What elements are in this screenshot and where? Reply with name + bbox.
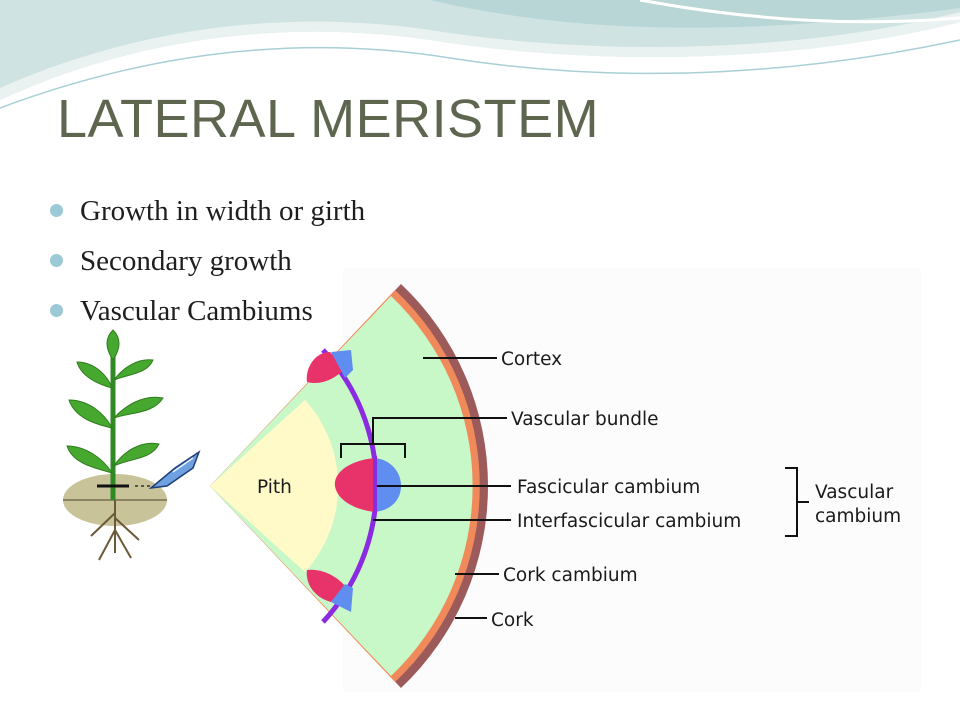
bullet-item: Secondary growth [50, 240, 365, 290]
label-interfascicular-cambium: Interfascicular cambium [517, 511, 741, 532]
stem-cross-section-diagram: Pith Cortex Vascular bundle Fascicular c… [63, 268, 921, 692]
label-fascicular-cambium: Fascicular cambium [517, 477, 700, 498]
label-cork-cambium: Cork cambium [503, 565, 638, 586]
bullet-list: Growth in width or girth Secondary growt… [50, 190, 365, 340]
vascular-bundle-top [306, 350, 353, 384]
knife-icon [148, 450, 201, 490]
plant-icon [63, 329, 167, 561]
bullet-dot-icon [50, 254, 63, 267]
bullet-dot-icon [50, 204, 63, 217]
leader-lines [372, 357, 809, 619]
label-vascular-bundle: Vascular bundle [511, 409, 659, 430]
header-decoration [0, 0, 960, 109]
vascular-bundle-bottom [306, 569, 353, 612]
label-vascular-cambium-line2: cambium [815, 506, 901, 527]
label-vascular-cambium-line1: Vascular [815, 482, 894, 503]
slide-title: LATERAL MERISTEM [57, 89, 600, 149]
bullet-dot-icon [50, 304, 63, 317]
label-cortex: Cortex [501, 349, 562, 370]
label-pith: Pith [257, 477, 292, 498]
pith-region [210, 400, 339, 572]
bullet-item: Vascular Cambiums [50, 290, 365, 340]
label-cork: Cork [491, 610, 534, 631]
bullet-item: Growth in width or girth [50, 190, 365, 240]
